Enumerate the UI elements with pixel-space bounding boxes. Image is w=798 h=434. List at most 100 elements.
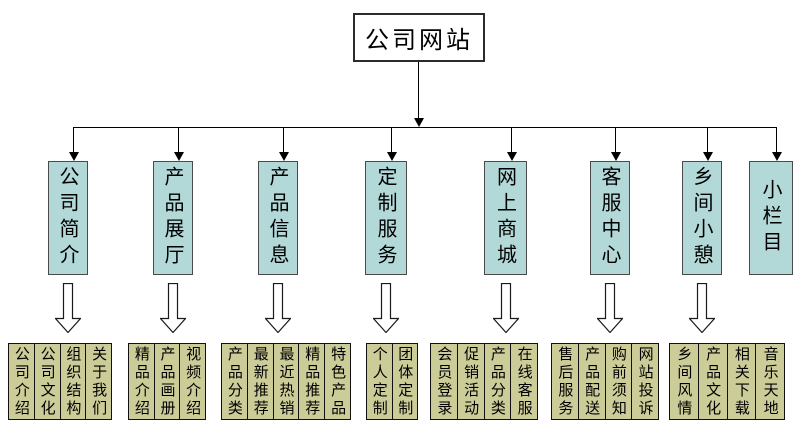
leaf-node: 最近热销	[273, 344, 300, 419]
branch-connector-line	[73, 128, 74, 152]
leaf-node: 关于我们	[86, 344, 111, 419]
leaf-group: 会员登录促销活动产品分类在线客服	[430, 343, 538, 420]
leaf-node: 个人定制	[367, 344, 393, 419]
leaf-node-label: 促销活动	[462, 345, 481, 418]
leaf-node: 产品分类	[222, 344, 248, 419]
leaf-node: 产品分类	[484, 344, 512, 419]
leaf-node-label: 网站投诉	[636, 345, 655, 418]
leaf-node: 相关下载	[727, 344, 757, 419]
branch-node: 网上商城	[484, 161, 527, 275]
leaf-node-label: 售后服务	[556, 345, 575, 418]
leaf-node: 音乐天地	[756, 344, 784, 419]
leaf-node-label: 最新推荐	[251, 345, 270, 418]
leaf-node-label: 乡间风情	[675, 345, 694, 418]
leaf-node: 视频介绍	[180, 344, 206, 419]
leaf-node-label: 产品分类	[488, 345, 507, 418]
leaf-node: 特色产品	[325, 344, 350, 419]
branch-node: 乡间小憩	[682, 161, 722, 275]
branch-node: 产品信息	[258, 161, 298, 275]
branch-node-label: 公司简介	[56, 166, 80, 270]
branch-node-label: 乡间小憩	[690, 166, 714, 270]
branch-node: 定制服务	[365, 161, 407, 275]
hollow-down-arrow-icon	[160, 283, 186, 333]
leaf-node-label: 在线客服	[515, 345, 534, 418]
leaf-node: 售后服务	[552, 344, 579, 419]
branch-node: 公司简介	[48, 161, 88, 275]
leaf-node-label: 购前须知	[609, 345, 628, 418]
leaf-node: 精品介绍	[129, 344, 155, 419]
hollow-down-arrow-icon	[493, 283, 519, 333]
root-connector-line	[418, 62, 419, 118]
branch-connector-line	[707, 128, 708, 152]
leaf-node-label: 产品画册	[158, 345, 177, 418]
leaf-group: 售后服务产品配送购前须知网站投诉	[551, 343, 659, 420]
branch-node-label: 定制服务	[374, 166, 398, 270]
branch-node: 小栏目	[749, 161, 793, 275]
leaf-group: 个人定制团体定制	[366, 343, 418, 420]
leaf-node-label: 产品配送	[583, 345, 602, 418]
branch-node-label: 客服中心	[598, 166, 622, 270]
leaf-node: 团体定制	[392, 344, 417, 419]
leaf-node-label: 组织结构	[64, 345, 83, 418]
leaf-node: 会员登录	[431, 344, 458, 419]
leaf-group: 乡间风情产品文化相关下载音乐天地	[669, 343, 785, 420]
branch-connector-line	[283, 128, 284, 152]
leaf-node-label: 精品介绍	[132, 345, 151, 418]
leaf-node-label: 个人定制	[370, 345, 389, 418]
leaf-node-label: 特色产品	[329, 345, 348, 418]
branch-arrowhead-icon	[507, 152, 517, 161]
root-arrowhead-icon	[414, 118, 424, 127]
leaf-node-label: 相关下载	[732, 345, 751, 418]
leaf-node: 在线客服	[511, 344, 537, 419]
branch-connector-line	[178, 128, 179, 152]
leaf-node: 产品配送	[578, 344, 606, 419]
branch-node-label: 产品信息	[266, 166, 290, 270]
leaf-group: 产品分类最新推荐最近热销精品推荐特色产品	[221, 343, 351, 420]
leaf-node: 精品推荐	[299, 344, 326, 419]
branch-node: 产品展厅	[153, 161, 193, 275]
hollow-down-arrow-icon	[265, 283, 291, 333]
leaf-node: 公司介绍	[9, 344, 35, 419]
branch-arrowhead-icon	[387, 152, 397, 161]
leaf-node-label: 最近热销	[277, 345, 296, 418]
branch-connector-line	[776, 128, 777, 152]
leaf-node: 购前须知	[605, 344, 633, 419]
branch-arrowhead-icon	[611, 152, 621, 161]
leaf-node-label: 产品文化	[704, 345, 723, 418]
leaf-node-label: 音乐天地	[761, 345, 780, 418]
leaf-node-label: 视频介绍	[184, 345, 203, 418]
branch-arrowhead-icon	[69, 152, 79, 161]
leaf-node-label: 团体定制	[396, 345, 415, 418]
root-node: 公司网站	[353, 13, 485, 62]
leaf-node: 产品画册	[154, 344, 181, 419]
leaf-node-label: 公司文化	[38, 345, 57, 418]
leaf-node: 组织结构	[60, 344, 87, 419]
branch-connector-line	[391, 128, 392, 152]
hollow-down-arrow-icon	[55, 283, 81, 333]
leaf-node: 产品文化	[698, 344, 728, 419]
leaf-node-label: 产品分类	[225, 345, 244, 418]
branch-node: 客服中心	[590, 161, 630, 275]
leaf-node-label: 会员登录	[435, 345, 454, 418]
leaf-group: 公司介绍公司文化组织结构关于我们	[8, 343, 112, 420]
branch-arrowhead-icon	[772, 152, 782, 161]
leaf-node-label: 精品推荐	[303, 345, 322, 418]
leaf-node: 公司文化	[34, 344, 61, 419]
branch-arrowhead-icon	[279, 152, 289, 161]
leaf-group: 精品介绍产品画册视频介绍	[128, 343, 206, 420]
hollow-down-arrow-icon	[597, 283, 623, 333]
branch-node-label: 网上商城	[493, 166, 518, 270]
branch-node-label: 小栏目	[759, 179, 783, 257]
leaf-node: 促销活动	[457, 344, 485, 419]
branch-connector-line	[615, 128, 616, 152]
branch-arrowhead-icon	[174, 152, 184, 161]
leaf-node-label: 关于我们	[90, 345, 109, 418]
leaf-node: 乡间风情	[670, 344, 699, 419]
hollow-down-arrow-icon	[689, 283, 715, 333]
hollow-down-arrow-icon	[373, 283, 399, 333]
branch-connector-line	[511, 128, 512, 152]
leaf-node-label: 公司介绍	[12, 345, 31, 418]
distribution-rail-line	[73, 127, 777, 128]
branch-node-label: 产品展厅	[161, 166, 185, 270]
